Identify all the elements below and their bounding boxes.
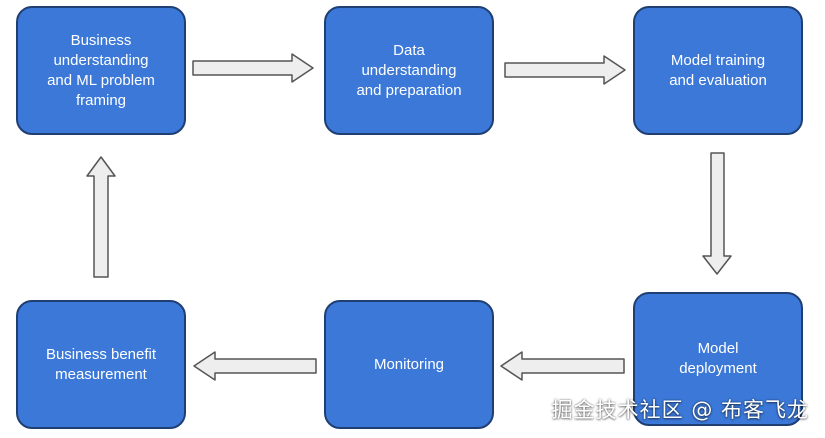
node-business-understanding: Business understanding and ML problem fr… [16, 6, 186, 135]
node-monitoring: Monitoring [324, 300, 494, 429]
arrow-down [702, 152, 732, 275]
arrow-up [86, 156, 116, 278]
arrow-left-1 [500, 351, 625, 381]
watermark-text: 掘金技术社区 @ 布客飞龙 [551, 398, 809, 422]
node-model-training: Model training and evaluation [633, 6, 803, 135]
node-data-understanding: Data understanding and preparation [324, 6, 494, 135]
arrow-right-1 [192, 53, 314, 83]
arrow-left-2 [193, 351, 317, 381]
arrow-right-2 [504, 55, 626, 85]
node-model-deployment: Model deployment [633, 292, 803, 426]
node-business-benefit: Business benefit measurement [16, 300, 186, 429]
